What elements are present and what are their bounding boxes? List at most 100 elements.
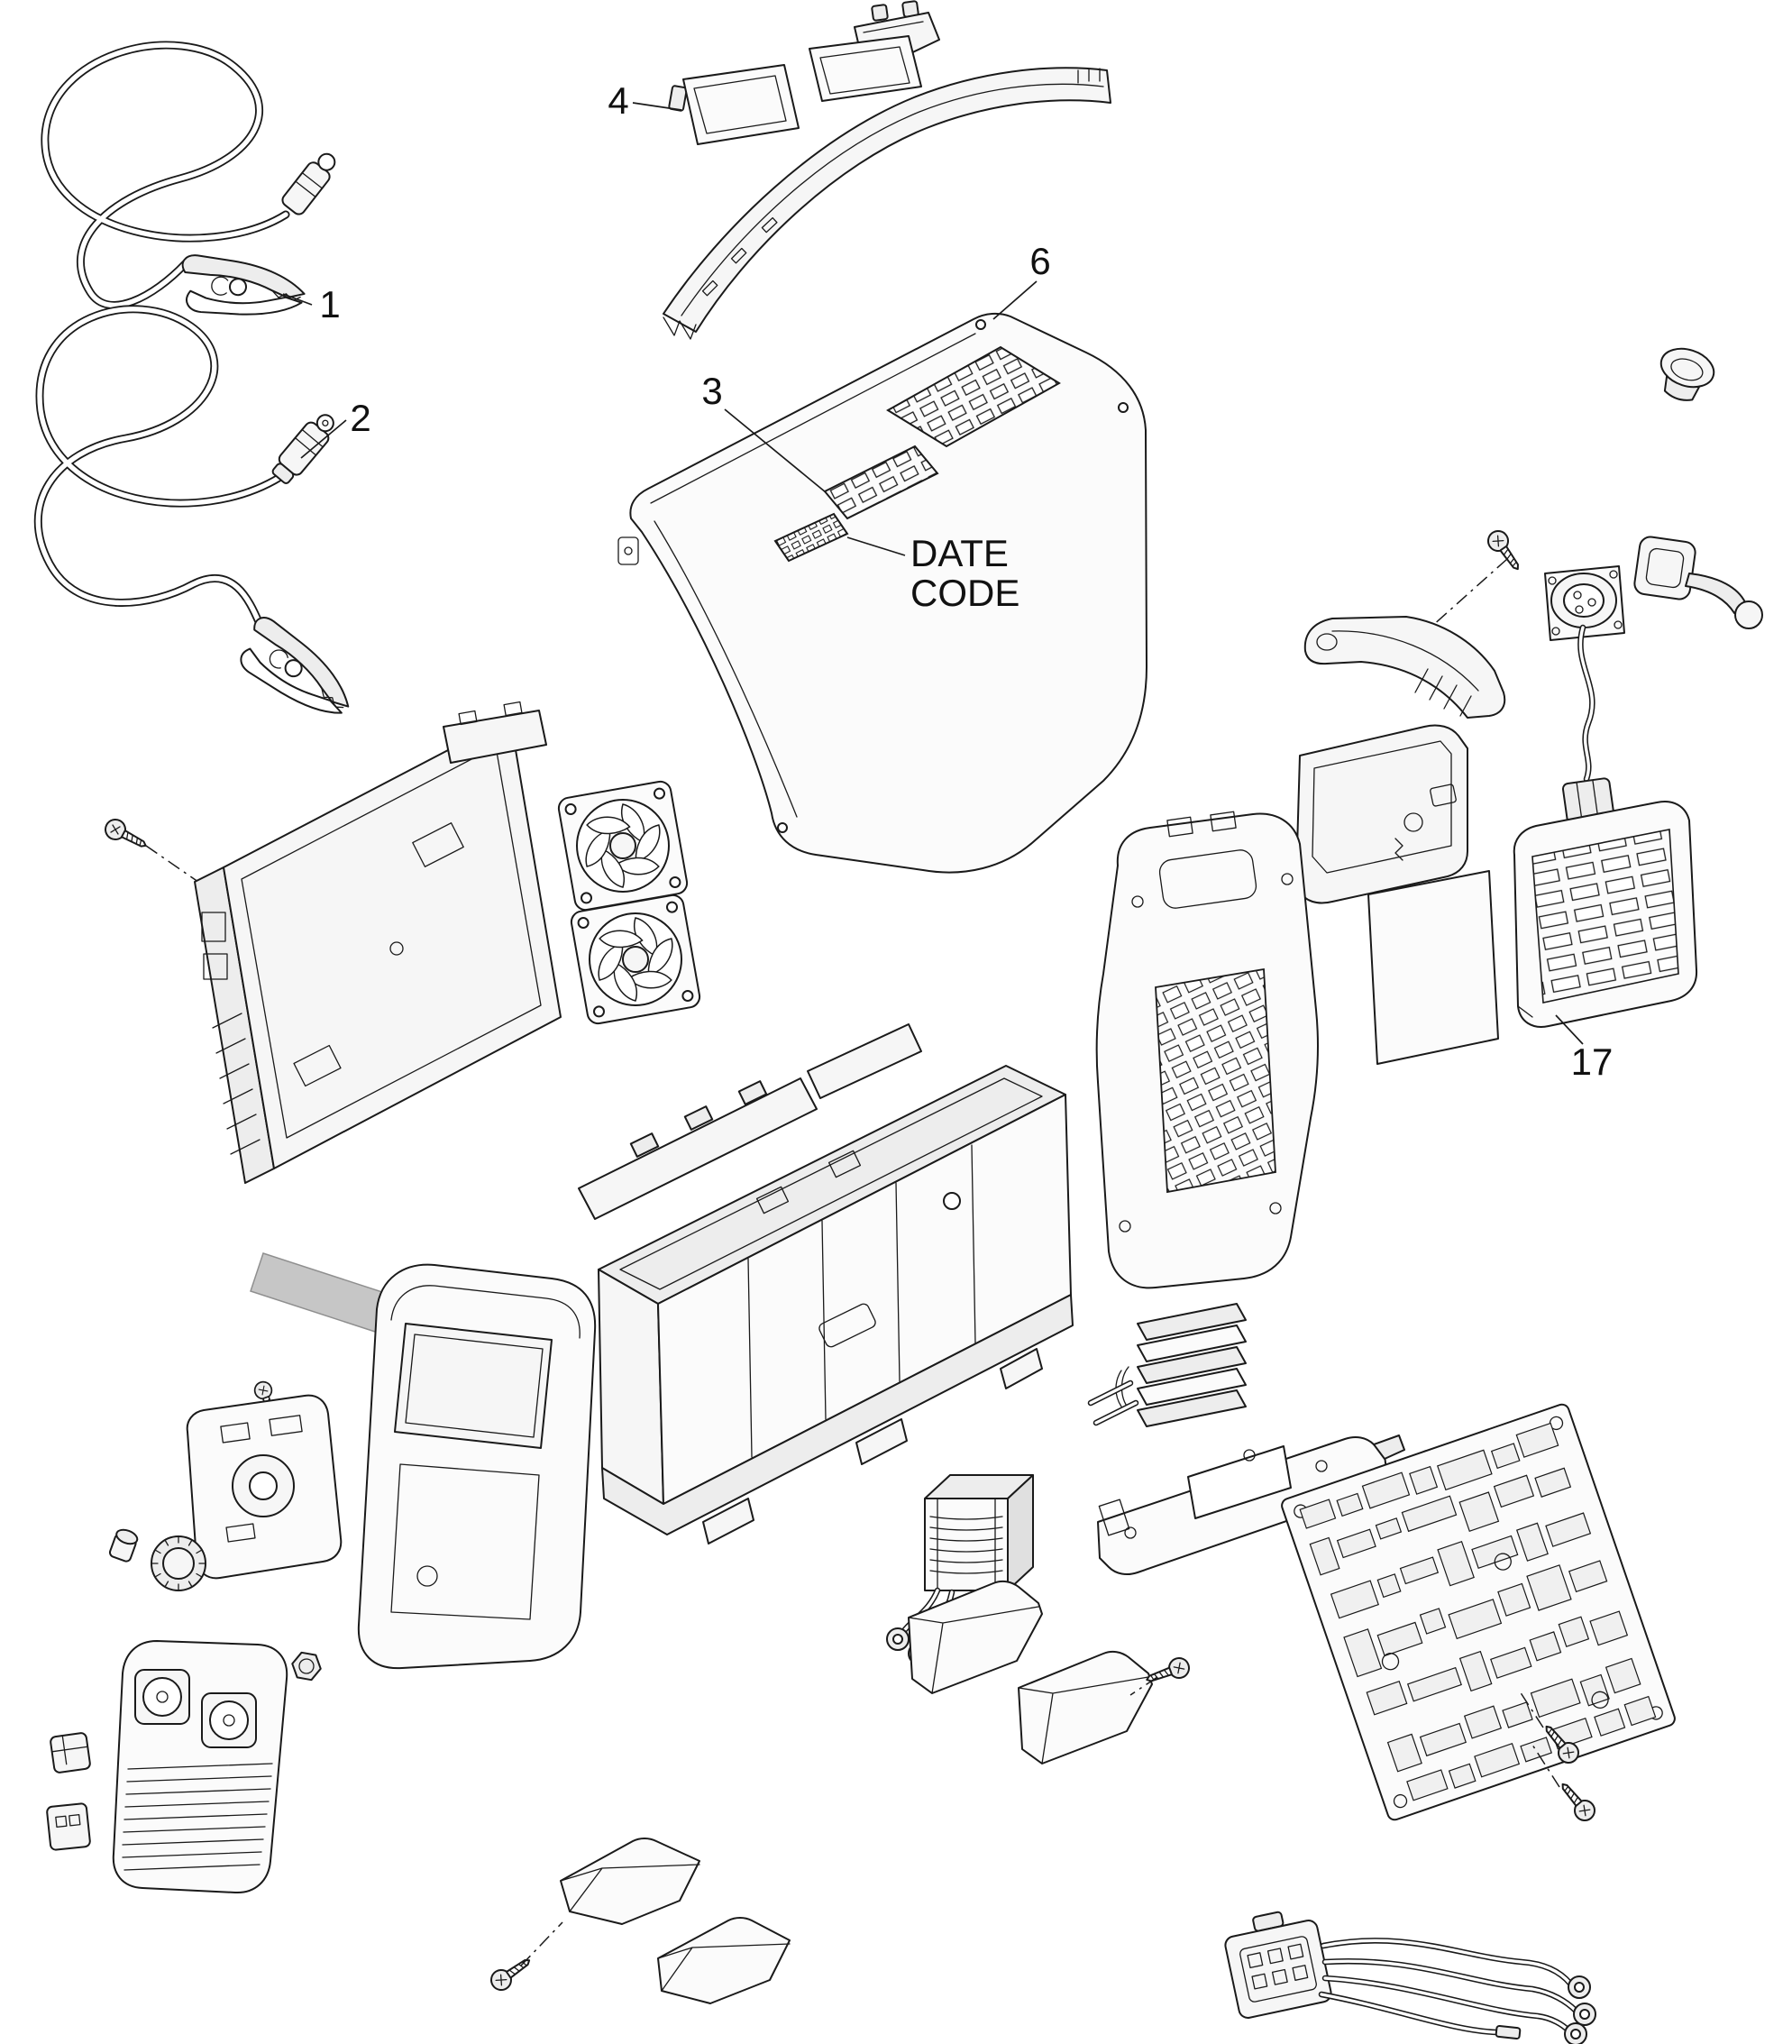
part-2-cable-with-plug-clamp: 2	[33, 305, 371, 731]
callout-part-17: 17	[1571, 1040, 1614, 1083]
pcb-component	[1490, 1646, 1532, 1679]
leader-line-3	[724, 408, 827, 493]
air-duct-2	[657, 1917, 791, 2004]
pcb-component	[1309, 1536, 1340, 1576]
air-baffle-2	[1018, 1650, 1153, 1764]
transformer	[886, 1474, 1034, 1665]
pcb-component	[1534, 1467, 1572, 1498]
callout-part-3: 3	[701, 370, 722, 412]
mounting-bracket	[1097, 1434, 1443, 1575]
clip-small-1	[50, 1732, 91, 1774]
battery-clamp-1	[177, 252, 308, 324]
circuit-board	[1281, 1403, 1676, 1821]
chassis-top-rail	[578, 1023, 922, 1220]
date-code-label-line2: CODE	[910, 572, 1019, 614]
part-1-cable-with-clamp: 1	[41, 41, 341, 325]
pcb-screw-axis-1	[1519, 1691, 1544, 1728]
leader-line-1	[282, 293, 313, 306]
pcb-component	[1336, 1492, 1364, 1517]
callout-part-6: 6	[1029, 240, 1050, 282]
harness-ring-2	[1573, 2003, 1596, 2026]
pcb-component	[1458, 1491, 1500, 1533]
pcb-component	[1520, 1737, 1552, 1763]
date-code-label-line1: DATE	[910, 532, 1009, 574]
pcb-component	[1529, 1631, 1562, 1662]
handle-screw	[1483, 526, 1527, 576]
harness-ring-1	[1568, 1975, 1591, 1999]
air-baffle-1	[908, 1580, 1043, 1694]
harness-connector	[1224, 1911, 1332, 2019]
leader-line-date-code	[846, 536, 906, 556]
pcb-component	[1419, 1722, 1467, 1757]
harness-ring-3	[1564, 2022, 1587, 2044]
pcb-component	[1515, 1522, 1549, 1562]
pcb-component	[1361, 1471, 1411, 1509]
harness-ferrule	[1495, 2024, 1522, 2040]
pcb-component	[1515, 1422, 1559, 1458]
pcb-component	[1437, 1540, 1475, 1587]
leader-line-6	[992, 280, 1038, 320]
pcb-component	[1463, 1705, 1503, 1739]
pcb-component	[1545, 1512, 1592, 1547]
rear-housing	[1295, 724, 1468, 904]
pcb-component	[1419, 1608, 1447, 1635]
control-knob	[151, 1535, 206, 1591]
module-top-bracket	[443, 701, 547, 764]
carry-handle	[663, 67, 1111, 340]
pcb-component	[1526, 1564, 1572, 1611]
cooling-fans	[557, 780, 701, 1025]
pcb-component	[1579, 1673, 1610, 1707]
pcb-screw-2	[1554, 1776, 1600, 1826]
side-vent-grille	[823, 445, 939, 520]
pcb-component	[1330, 1580, 1379, 1619]
front-grille-cover	[112, 1640, 288, 1894]
clip-small-2	[46, 1802, 91, 1851]
pcb-component	[1376, 1573, 1402, 1599]
pcb-component	[1493, 1474, 1535, 1508]
din-plug	[271, 414, 334, 484]
pcb-component	[1406, 1666, 1462, 1702]
pcb-component	[1436, 1449, 1493, 1491]
baffle-screw-axis	[1129, 1676, 1158, 1696]
main-chassis	[578, 1023, 1074, 1544]
callout-part-2: 2	[350, 397, 370, 439]
pcb-component	[1375, 1517, 1403, 1540]
top-vent-grille	[886, 345, 1061, 448]
pcb-component	[1568, 1560, 1608, 1593]
rubber-plug	[1633, 536, 1763, 629]
pcb-components	[1299, 1422, 1657, 1801]
pcb-component	[1448, 1599, 1503, 1640]
part-4-plate	[668, 64, 800, 145]
pcb-component	[1558, 1616, 1590, 1648]
grille-slats	[1531, 829, 1679, 1004]
callout-part-4: 4	[608, 79, 628, 122]
duct-screw-axis	[520, 1921, 563, 1966]
leader-line-4	[632, 102, 682, 111]
pcb-component	[1458, 1650, 1493, 1692]
pcb-component	[1497, 1582, 1531, 1617]
pcb-component	[1474, 1742, 1521, 1778]
rear-handle-bracket	[1303, 526, 1527, 719]
part-17-grille: 17	[1513, 801, 1698, 1083]
pcb-component	[1406, 1769, 1449, 1801]
push-button	[108, 1528, 139, 1563]
pcb-component	[1336, 1528, 1376, 1559]
control-panel-overlay	[186, 1379, 343, 1580]
panel-connector-cable	[1544, 565, 1625, 824]
pcb-component	[1589, 1610, 1629, 1646]
pcb-component	[1502, 1701, 1533, 1728]
pcb-component	[1594, 1708, 1626, 1737]
ring-terminal-a	[886, 1627, 910, 1651]
pcb-component	[1471, 1535, 1519, 1570]
pcb-component	[1623, 1695, 1657, 1727]
leader-line-2	[300, 419, 347, 459]
front-bezel	[250, 1252, 597, 1670]
power-module	[101, 701, 562, 1184]
fan-1	[557, 780, 689, 912]
hex-nut	[291, 1651, 322, 1682]
rear-panel	[1095, 811, 1319, 1289]
pcb-component	[1343, 1628, 1383, 1678]
pcb-component	[1448, 1763, 1477, 1789]
